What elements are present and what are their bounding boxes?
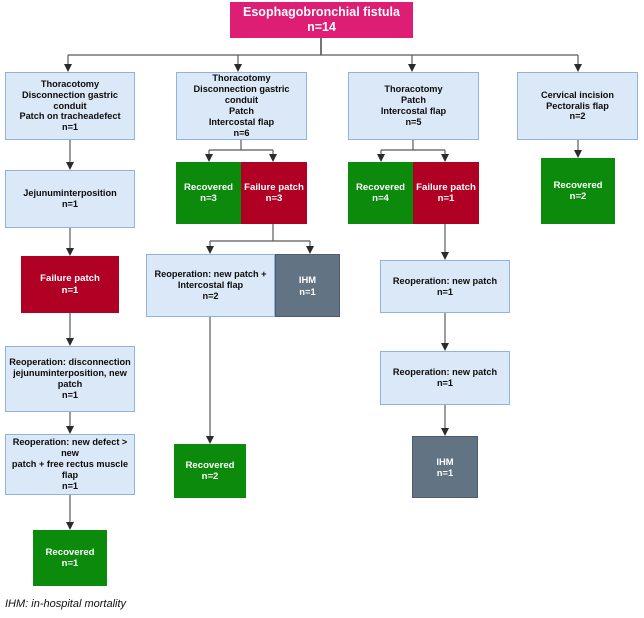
branch3-node-ihm[interactable]: IHM n=1 [412, 436, 478, 498]
branch3-node-thoracotomy-patch-intercostal-flap[interactable]: Thoracotomy Patch Intercostal flap n=5 [348, 72, 479, 140]
root-node-esophagobronchial-fistula[interactable]: Esophagobronchial fistula n=14 [230, 2, 413, 38]
branch2-node-thoracotomy-disconnection-patch-intercostal-flap[interactable]: Thoracotomy Disconnection gastric condui… [176, 72, 307, 140]
branch3-node-failure-patch[interactable]: Failure patch n=1 [413, 162, 479, 224]
branch4-node-cervical-incision-pectoralis-flap[interactable]: Cervical incision Pectoralis flap n=2 [517, 72, 638, 140]
branch2-node-ihm[interactable]: IHM n=1 [275, 254, 340, 317]
footnote-ihm-legend: IHM: in-hospital mortality [5, 598, 127, 610]
branch3-node-reoperation-new-patch-2[interactable]: Reoperation: new patch n=1 [380, 351, 510, 405]
branch1-node-recovered[interactable]: Recovered n=1 [33, 530, 107, 586]
branch1-node-reoperation-new-defect-free-rectus-flap[interactable]: Reoperation: new defect > new patch + fr… [5, 434, 135, 495]
branch2-node-failure-patch[interactable]: Failure patch n=3 [241, 162, 307, 224]
branch3-node-recovered[interactable]: Recovered n=4 [348, 162, 413, 224]
branch4-node-recovered[interactable]: Recovered n=2 [541, 158, 615, 224]
branch2-node-recovered-final[interactable]: Recovered n=2 [174, 444, 246, 498]
branch2-node-reoperation-new-patch-intercostal-flap[interactable]: Reoperation: new patch + Intercostal fla… [146, 254, 275, 317]
branch2-node-recovered[interactable]: Recovered n=3 [176, 162, 241, 224]
branch3-node-reoperation-new-patch-1[interactable]: Reoperation: new patch n=1 [380, 260, 510, 313]
branch1-node-reoperation-disconnection-jejunuminterposition[interactable]: Reoperation: disconnection jejunuminterp… [5, 346, 135, 412]
branch1-node-jejunuminterposition[interactable]: Jejunuminterposition n=1 [5, 170, 135, 228]
branch1-node-failure-patch[interactable]: Failure patch n=1 [21, 256, 119, 313]
branch1-node-thoracotomy-disconnection-patch-tracheadefect[interactable]: Thoracotomy Disconnection gastric condui… [5, 72, 135, 140]
